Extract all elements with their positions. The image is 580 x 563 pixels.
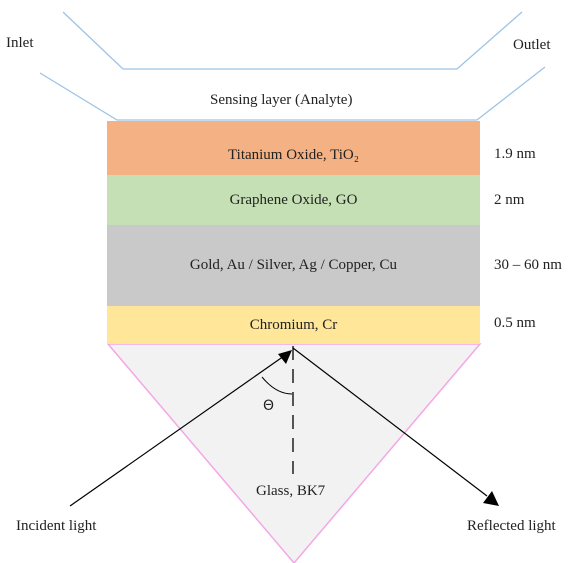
layer-metal: Gold, Au / Silver, Ag / Copper, Cu (107, 225, 480, 306)
incident-ray (69, 355, 285, 507)
thickness-chromium: 0.5 nm (494, 315, 536, 331)
layer-chromium: Chromium, Cr (107, 306, 480, 344)
glass-prism (106, 343, 482, 563)
channel-top-wall (62, 11, 523, 70)
thickness-graphene-oxide: 2 nm (494, 192, 525, 208)
outlet-label: Outlet (513, 37, 551, 53)
reflected-arrowhead (483, 491, 499, 506)
layer-graphene-oxide-label: Graphene Oxide, GO (229, 191, 358, 208)
sensing-layer-label: Sensing layer (Analyte) (210, 92, 353, 108)
theta-label: Θ (263, 398, 275, 414)
reflected-ray (292, 347, 488, 497)
thickness-titanium-oxide: 1.9 nm (494, 146, 536, 162)
thickness-metal: 30 – 60 nm (494, 257, 562, 273)
layer-chromium-label: Chromium, Cr (249, 316, 338, 333)
layer-metal-label: Gold, Au / Silver, Ag / Copper, Cu (189, 257, 398, 273)
layer-titanium-oxide-label: Titanium Oxide, TiO₂ (228, 146, 359, 163)
channel-bottom-wall (39, 66, 546, 121)
inlet-label: Inlet (6, 35, 34, 51)
incident-arrowhead (278, 350, 292, 364)
angle-arc (261, 376, 293, 395)
layer-titanium-oxide: Titanium Oxide, TiO₂ (107, 121, 480, 175)
glass-label: Glass, BK7 (256, 483, 326, 499)
incident-light-label: Incident light (16, 518, 97, 534)
reflected-light-label: Reflected light (467, 518, 556, 534)
layer-graphene-oxide: Graphene Oxide, GO (107, 175, 480, 225)
